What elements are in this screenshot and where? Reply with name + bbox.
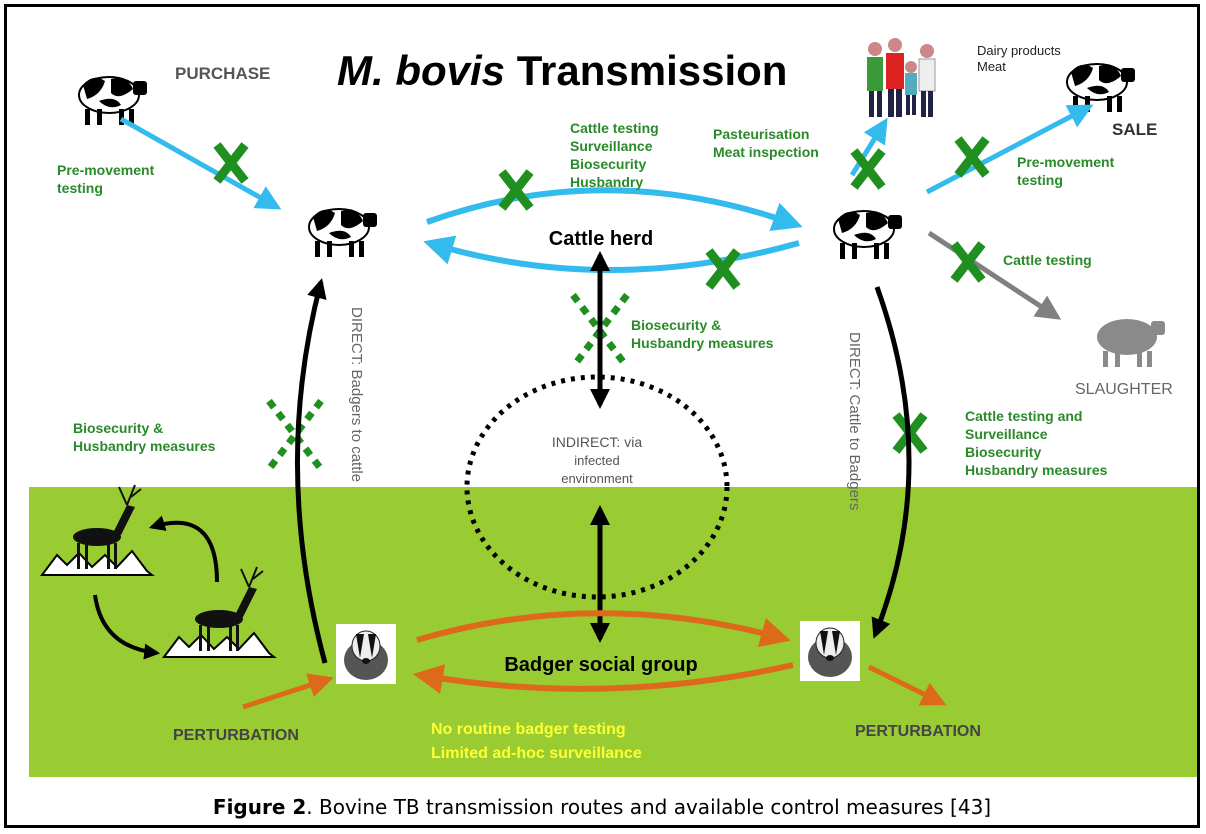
figure-caption: Figure 2. Bovine TB transmission routes … xyxy=(7,795,1197,819)
control-cattle-testing-surv-4: Husbandry measures xyxy=(965,462,1108,478)
figure-frame: M. bovis Transmission Dairy products Mea… xyxy=(4,4,1200,828)
control-herd-top-3: Biosecurity xyxy=(570,156,646,172)
control-cattle-testing: Cattle testing xyxy=(1003,252,1092,268)
direct-cattle-to-badgers-arrow xyxy=(871,286,912,639)
cow-slaughter-icon xyxy=(1097,319,1165,367)
perturbation-right-label: PERTURBATION xyxy=(855,723,981,740)
slaughter-label: SLAUGHTER xyxy=(1075,381,1173,398)
deer-cycle-arrow-bottom xyxy=(93,594,161,660)
control-premovement-left-1: Pre-movement xyxy=(57,162,155,178)
deer-cycle-arrow-top xyxy=(148,515,219,583)
control-premovement-right-1: Pre-movement xyxy=(1017,154,1115,170)
sale-label: SALE xyxy=(1112,120,1157,139)
badger-left-icon xyxy=(335,623,397,685)
control-biosecurity-left-2: Husbandry measures xyxy=(73,438,216,454)
control-herd-top-1: Cattle testing xyxy=(570,120,659,136)
wildlife-field xyxy=(29,487,1197,777)
meat-label: Meat xyxy=(977,59,1006,74)
perturbation-left-arrow xyxy=(242,673,334,710)
control-biosecurity-left-1: Biosecurity & xyxy=(73,420,163,436)
transmission-diagram: M. bovis Transmission Dairy products Mea… xyxy=(29,23,1197,777)
control-premovement-right-2: testing xyxy=(1017,172,1063,188)
indirect-label-2: infected xyxy=(574,453,620,468)
dairy-label: Dairy products xyxy=(977,43,1061,58)
caption-label: Figure 2 xyxy=(212,795,307,819)
control-herd-top-4: Husbandry xyxy=(570,174,643,190)
purchase-label: PURCHASE xyxy=(175,64,270,83)
direct-badgers-to-cattle-arrow xyxy=(295,278,328,664)
badger-note-2: Limited ad-hoc surveillance xyxy=(431,745,642,762)
control-biosecurity-center-1: Biosecurity & xyxy=(631,317,721,333)
control-herd-top-2: Surveillance xyxy=(570,138,653,154)
herd-arrow-left xyxy=(423,235,800,273)
purchase-arrow xyxy=(119,116,282,210)
perturbation-left-label: PERTURBATION xyxy=(173,727,299,744)
badger-right-icon xyxy=(799,620,861,682)
herd-arrow-right xyxy=(425,187,803,232)
direct-right-label: DIRECT: Cattle to Badgers xyxy=(846,332,863,510)
badger-arrow-left xyxy=(413,662,794,694)
indirect-label-1: INDIRECT: via xyxy=(552,434,642,450)
control-cattle-testing-surv-3: Biosecurity xyxy=(965,444,1041,460)
diagram-title: M. bovis Transmission xyxy=(337,47,787,94)
slaughter-arrow xyxy=(927,230,1062,320)
caption-text: . Bovine TB transmission routes and avai… xyxy=(306,795,992,819)
badger-arrow-right xyxy=(416,610,791,648)
title-italic: M. bovis xyxy=(337,47,505,94)
direct-left-label: DIRECT: Badgers to cattle xyxy=(348,307,365,482)
control-premovement-left-2: testing xyxy=(57,180,103,196)
control-pasteurisation-2: Meat inspection xyxy=(713,144,819,160)
control-biosecurity-center-2: Husbandry measures xyxy=(631,335,774,351)
control-pasteurisation-1: Pasteurisation xyxy=(713,126,809,142)
control-cattle-testing-surv-1: Cattle testing and xyxy=(965,408,1082,424)
perturbation-right-arrow xyxy=(867,664,947,706)
indirect-environment-ellipse xyxy=(464,374,730,600)
indirect-label-3: environment xyxy=(561,471,633,486)
family-icon xyxy=(867,38,936,117)
sale-arrow xyxy=(925,104,1094,195)
control-cattle-testing-surv-2: Surveillance xyxy=(965,426,1048,442)
badger-note-1: No routine badger testing xyxy=(431,721,626,738)
badger-group-label: Badger social group xyxy=(504,654,697,676)
cattle-herd-label: Cattle herd xyxy=(549,228,653,250)
consumer-arrow xyxy=(849,117,888,177)
title-rest: Transmission xyxy=(505,47,787,94)
